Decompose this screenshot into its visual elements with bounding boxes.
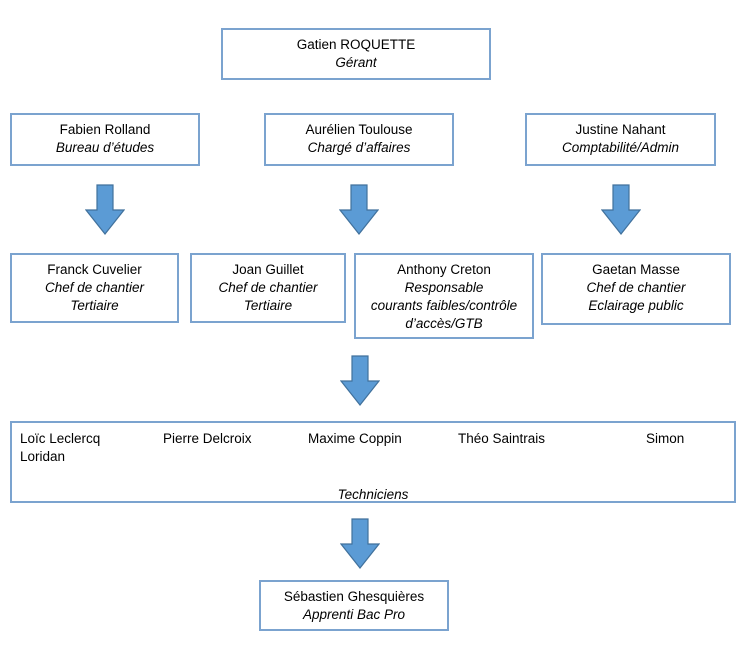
technician-name: Simon [646, 431, 685, 446]
down-arrow-icon [601, 184, 641, 235]
node-name: Fabien Rolland [59, 122, 151, 137]
technician-name: Maxime Coppin [308, 431, 402, 446]
node-responsable-creton: Anthony Creton Responsable courants faib… [354, 253, 534, 339]
node-name: Gatien ROQUETTE [296, 37, 416, 52]
node-role: Tertiaire [70, 298, 119, 313]
technician-name: Théo Saintrais [458, 431, 546, 446]
node-chef-guillet: Joan Guillet Chef de chantier Tertiaire [190, 253, 346, 323]
node-name: Sébastien Ghesquières [283, 589, 425, 604]
node-role: Tertiaire [243, 298, 293, 313]
techniciens-label: Techniciens [337, 487, 409, 502]
node-role: Comptabilité/Admin [561, 140, 680, 155]
node-chef-masse: Gaetan Masse Chef de chantier Eclairage … [541, 253, 731, 325]
technician-name: Loïc Leclercq [20, 431, 101, 446]
node-role: Responsable [404, 280, 484, 295]
node-role: Chef de chantier [218, 280, 318, 295]
down-arrow-icon [85, 184, 125, 235]
node-role: Bureau d’études [55, 140, 155, 155]
node-role: Eclairage public [588, 298, 684, 313]
node-name: Aurélien Toulouse [305, 122, 413, 137]
node-name: Franck Cuvelier [47, 262, 142, 277]
node-role: d’accès/GTB [405, 316, 483, 331]
technician-name: Loridan [20, 449, 66, 464]
node-role: Chef de chantier [586, 280, 686, 295]
node-role: courants faibles/contrôle [370, 298, 518, 313]
node-charge-affaires: Aurélien Toulouse Chargé d’affaires [264, 113, 454, 166]
node-name: Anthony Creton [397, 262, 491, 277]
node-gerant: Gatien ROQUETTE Gérant [221, 28, 491, 80]
node-bureau-etudes: Fabien Rolland Bureau d’études [10, 113, 200, 166]
node-role: Chargé d’affaires [307, 140, 411, 155]
node-chef-cuvelier: Franck Cuvelier Chef de chantier Tertiai… [10, 253, 179, 323]
node-role: Gérant [335, 55, 377, 70]
down-arrow-icon [340, 518, 380, 569]
down-arrow-icon [340, 355, 380, 406]
node-apprenti: Sébastien Ghesquières Apprenti Bac Pro [259, 580, 449, 631]
node-name: Gaetan Masse [592, 262, 680, 277]
node-techniciens: Loïc Leclercq Pierre Delcroix Maxime Cop… [10, 421, 736, 503]
node-role: Chef de chantier [44, 280, 145, 295]
node-name: Justine Nahant [575, 122, 666, 137]
node-name: Joan Guillet [232, 262, 304, 277]
node-role: Apprenti Bac Pro [302, 607, 406, 622]
node-comptabilite: Justine Nahant Comptabilité/Admin [525, 113, 716, 166]
technician-name: Pierre Delcroix [163, 431, 252, 446]
down-arrow-icon [339, 184, 379, 235]
